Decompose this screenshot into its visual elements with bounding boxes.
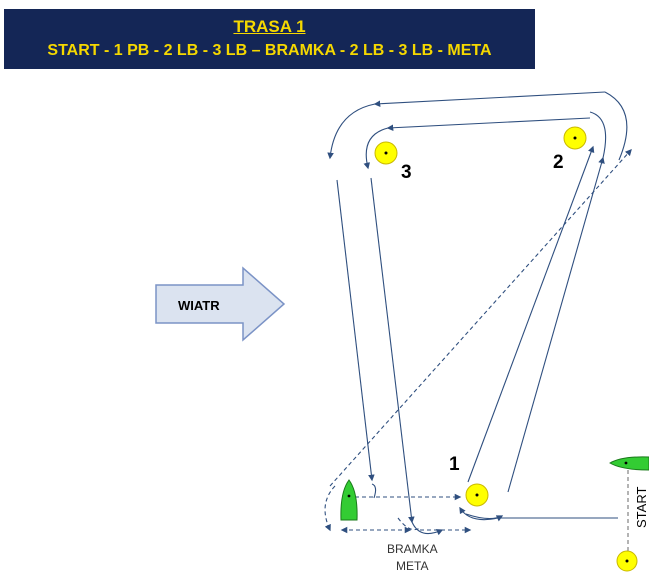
gate-left-dashed-arc <box>324 485 336 532</box>
course-lines <box>327 91 628 536</box>
mark-3: 3 <box>374 141 412 183</box>
wind-arrow: WIATR <box>155 266 286 342</box>
mark-2-label: 2 <box>553 152 564 173</box>
mark-1-label: 1 <box>449 454 460 475</box>
gate-to-mark2-dashed <box>329 149 632 487</box>
mark2-outer-arc <box>604 91 628 161</box>
leg-mark2-to-mark3-inner <box>386 117 591 132</box>
mark2-inner-arc <box>589 111 607 159</box>
leg-mark3-to-gate-left <box>336 179 375 482</box>
start-label: START <box>634 487 649 528</box>
mark-1: 1 <box>449 454 489 507</box>
finish-label: META <box>396 559 428 572</box>
mark1-exit-arc <box>465 513 504 522</box>
route-title: TRASA 1 <box>233 17 306 36</box>
gate-right-dashed-arc <box>397 517 421 531</box>
gate-rounding-arc <box>411 521 444 536</box>
gate-left-approach <box>371 483 377 499</box>
mark-2: 2 <box>553 126 587 173</box>
leg-mark1-to-mark2-outer <box>507 156 605 493</box>
gate-label: BRAMKA <box>387 542 438 556</box>
dashed-course-lines <box>324 149 632 556</box>
mark3-inner-arc <box>363 127 389 170</box>
route-header: TRASA 1 START - 1 PB - 2 LB - 3 LB – BRA… <box>4 9 535 69</box>
mark3-outer-arc <box>327 103 376 160</box>
wind-label: WIATR <box>178 298 220 313</box>
leg-mark3-to-gate-right <box>370 177 415 524</box>
gate-committee-boat <box>340 479 358 521</box>
leg-mark2-to-mark3-outer <box>373 91 606 108</box>
mark-3-label: 3 <box>401 162 412 183</box>
leg-mark1-to-mark2-inner <box>467 145 595 483</box>
route-description: START - 1 PB - 2 LB - 3 LB – BRAMKA - 2 … <box>47 42 492 59</box>
start-committee-boat <box>609 456 649 471</box>
start-pin-buoy <box>616 550 638 572</box>
